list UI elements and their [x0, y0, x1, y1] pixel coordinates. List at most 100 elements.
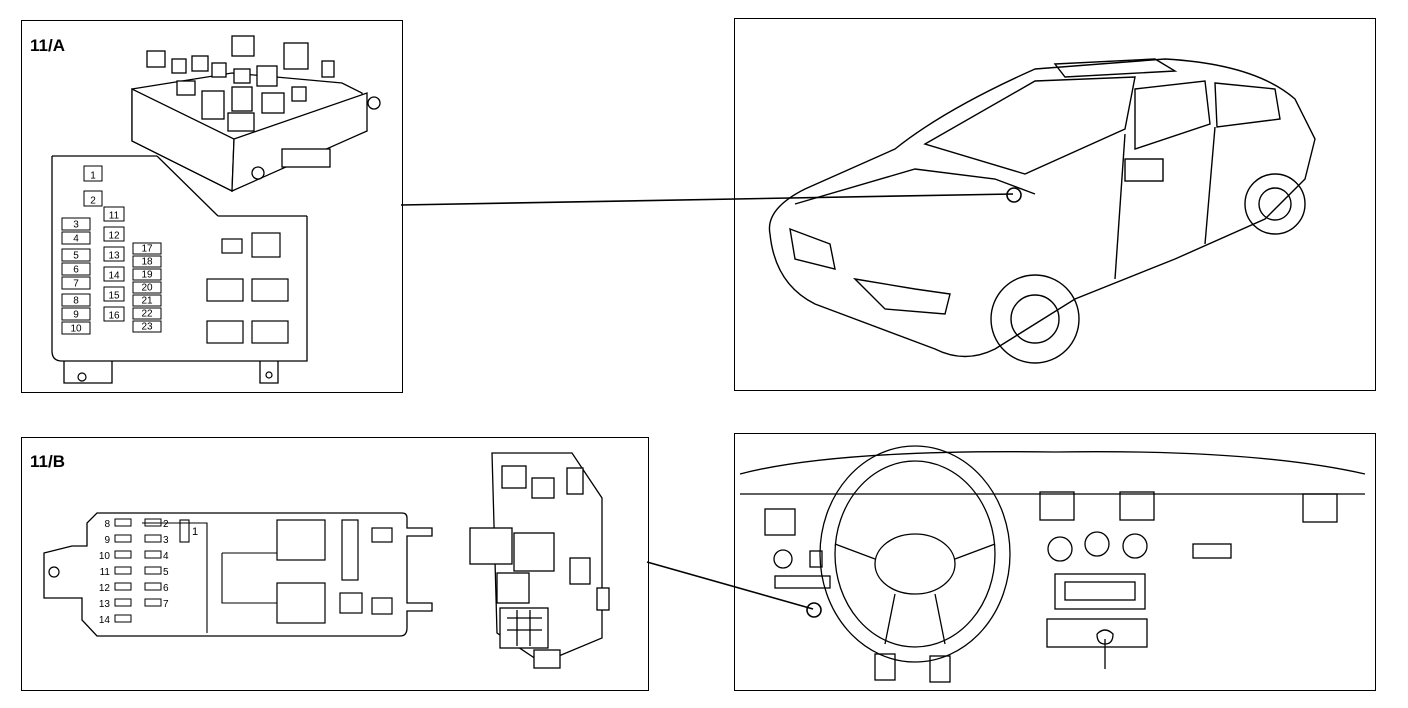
- fuse-b-3: 3: [163, 535, 169, 546]
- climate-knob-right: [1122, 533, 1148, 559]
- panel-11b-label: 11/B: [30, 452, 65, 471]
- fuse-b-6-box: [144, 582, 162, 591]
- car-drawing: [768, 58, 1316, 364]
- fuse-a-4: 4: [73, 234, 79, 245]
- fuse-a-17: 17: [141, 244, 153, 255]
- fuse-b-4-box: [144, 550, 162, 559]
- fuse-a-13: 13: [108, 251, 120, 262]
- fuse-a-20-box: [132, 281, 162, 294]
- fuse-a-7: 7: [73, 279, 79, 290]
- fuse-a-9: 9: [73, 310, 79, 321]
- fuse-b-1: 1: [192, 526, 198, 538]
- side-mirror: [1124, 158, 1164, 182]
- fuse-a-3: 3: [73, 220, 79, 231]
- center-vent-right: [1119, 491, 1155, 521]
- console-panel: [1046, 618, 1148, 648]
- left-vent: [764, 508, 796, 536]
- fuse-b-13: 13: [99, 599, 111, 610]
- right-vent: [1302, 493, 1338, 523]
- dashboard-drawing: [739, 445, 1366, 683]
- fuse-b-5-box: [144, 566, 162, 575]
- fuse-a-12: 12: [108, 231, 120, 242]
- panel-11a-label: 11/A: [30, 36, 65, 55]
- fuse-b-7-box: [144, 598, 162, 607]
- dashboard-top: [739, 451, 1366, 475]
- fuse-b-11: 11: [100, 567, 111, 578]
- fuse-a-19-box: [132, 268, 162, 281]
- fuse-a-21: 21: [141, 296, 153, 307]
- fuse-box-a-3d: [131, 35, 381, 193]
- fuse-a-18-box: [132, 255, 162, 268]
- dashboard-location-marker: [806, 602, 822, 618]
- fuse-b-3-box: [144, 534, 162, 543]
- radio-unit: [1054, 573, 1146, 610]
- callout-line-a: [400, 193, 1014, 206]
- fuse-a-9-box: [61, 307, 91, 321]
- fuse-a-1: 1: [90, 171, 96, 182]
- fuse-a-6: 6: [73, 265, 79, 276]
- fuse-a-14-box: [103, 266, 125, 282]
- rear-wheel: [1244, 173, 1306, 235]
- panel-11a: 11/A: [21, 20, 403, 393]
- fuse-box-b-3d: [469, 452, 610, 669]
- fuse-a-14: 14: [108, 271, 120, 282]
- fuse-a-23: 23: [141, 322, 153, 333]
- callout-line-b: [646, 561, 814, 610]
- fuse-a-15: 15: [108, 291, 120, 302]
- fuse-b-14-box: [114, 614, 132, 623]
- front-wheel: [990, 274, 1080, 364]
- center-vent-left: [1039, 491, 1075, 521]
- fuse-a-17-box: [132, 242, 162, 255]
- fuse-panel-b-outline: [43, 512, 433, 637]
- fuse-b-5: 5: [163, 567, 169, 578]
- fuse-b-9-box: [114, 534, 132, 543]
- climate-knob-left: [1047, 536, 1073, 562]
- fuse-b-12: 12: [99, 583, 111, 594]
- fuse-a-22-box: [132, 307, 162, 320]
- fuse-a-10-box: [61, 321, 91, 335]
- car-grille: [789, 227, 836, 270]
- panel-car: [734, 18, 1376, 391]
- fuse-a-18: 18: [141, 257, 153, 268]
- fuse-b-12-box: [114, 582, 132, 591]
- fuse-a-10: 10: [70, 324, 82, 335]
- fuse-a-11: 11: [109, 211, 120, 222]
- steering-wheel: [819, 445, 1011, 663]
- fuse-b-10-box: [114, 550, 132, 559]
- fuse-a-6-box: [61, 262, 91, 276]
- fuse-a-11-box: [103, 206, 125, 222]
- fuse-panel-a-outline: [51, 156, 308, 362]
- pedal-left: [874, 653, 896, 681]
- fuse-b-10: 10: [99, 551, 111, 562]
- climate-knob-center: [1084, 531, 1110, 557]
- fuse-a-4-box: [61, 231, 91, 245]
- fuse-a-22: 22: [141, 309, 153, 320]
- fuse-a-5-box: [61, 248, 91, 262]
- fuse-a-2: 2: [90, 196, 96, 207]
- fuse-b-6: 6: [163, 583, 169, 594]
- fuse-a-3-box: [61, 217, 91, 231]
- panel-dashboard: [734, 433, 1376, 691]
- car-location-marker: [1006, 187, 1022, 203]
- car-headlight: [852, 277, 951, 315]
- fuse-b-14: 14: [99, 615, 111, 626]
- fuse-b-11-box: [114, 566, 132, 575]
- fuse-b-9: 9: [104, 535, 110, 546]
- fuse-b-7: 7: [163, 599, 169, 610]
- fuse-a-19: 19: [141, 270, 153, 281]
- fuse-a-20: 20: [141, 283, 153, 294]
- fuse-a-1-box: [83, 165, 103, 182]
- fuse-a-15-box: [103, 286, 125, 302]
- fuse-b-8: 8: [104, 519, 110, 530]
- steering-hub: [874, 533, 956, 595]
- fuse-a-2-box: [83, 190, 103, 207]
- fuse-a-21-box: [132, 294, 162, 307]
- fuse-a-8-box: [61, 293, 91, 307]
- fuse-b-2-box: [144, 518, 162, 527]
- fuse-b-2: 2: [163, 519, 169, 530]
